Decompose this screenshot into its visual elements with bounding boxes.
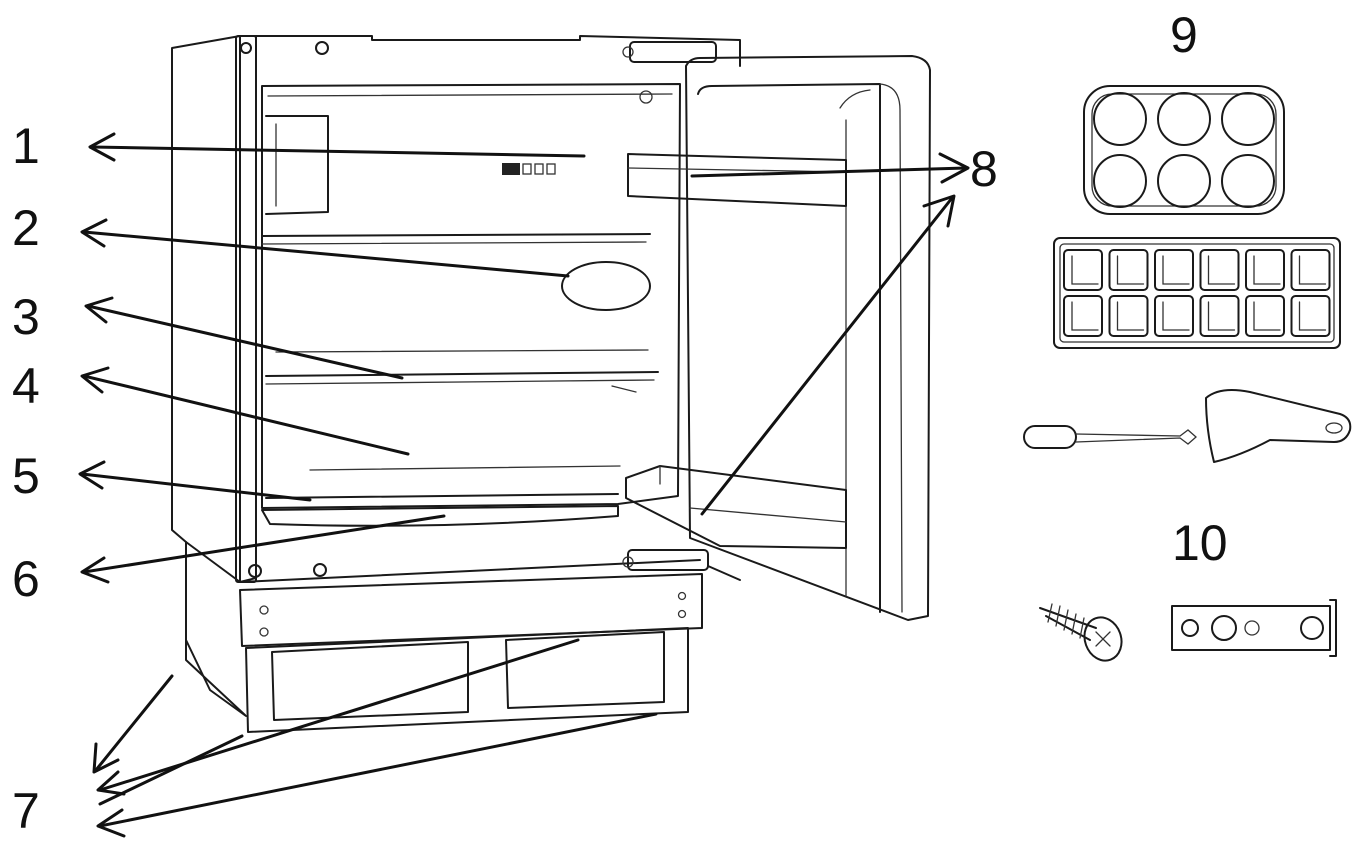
label-3: 3	[12, 289, 40, 345]
ice-cube-cell	[1108, 295, 1149, 337]
ice-cube-cell	[1063, 295, 1103, 337]
ice-cube-cell	[1199, 249, 1240, 291]
ice-cube-cell	[1199, 295, 1240, 337]
ice-cube-tray-icon	[1053, 237, 1341, 349]
ice-cube-cell	[1245, 295, 1285, 337]
ice-cube-cell	[1108, 249, 1149, 291]
refrigerator-drawing	[171, 35, 931, 733]
callout-arrows	[78, 132, 970, 838]
callout-labels: 1 2 3 4 5 6 7 8 9 10	[12, 7, 1228, 839]
label-5: 5	[12, 448, 40, 504]
egg-tray-icon	[1083, 85, 1285, 215]
ice-cube-cell	[1154, 249, 1194, 291]
ice-cube-cell	[1290, 249, 1331, 291]
label-10: 10	[1172, 515, 1228, 571]
label-8: 8	[970, 141, 998, 197]
ice-cube-cell	[1063, 249, 1103, 291]
mounting-bracket-icon	[1171, 599, 1337, 657]
label-1: 1	[12, 118, 40, 174]
label-2: 2	[12, 200, 40, 256]
ice-cube-cell	[1290, 295, 1331, 337]
screw-icon	[1039, 603, 1123, 662]
label-9: 9	[1170, 7, 1198, 63]
ice-cube-cell	[1154, 295, 1194, 337]
ice-scraper-icon	[1023, 389, 1352, 463]
label-6: 6	[12, 551, 40, 607]
ice-cube-cell	[1245, 249, 1285, 291]
label-7: 7	[12, 783, 40, 839]
label-4: 4	[12, 358, 40, 414]
